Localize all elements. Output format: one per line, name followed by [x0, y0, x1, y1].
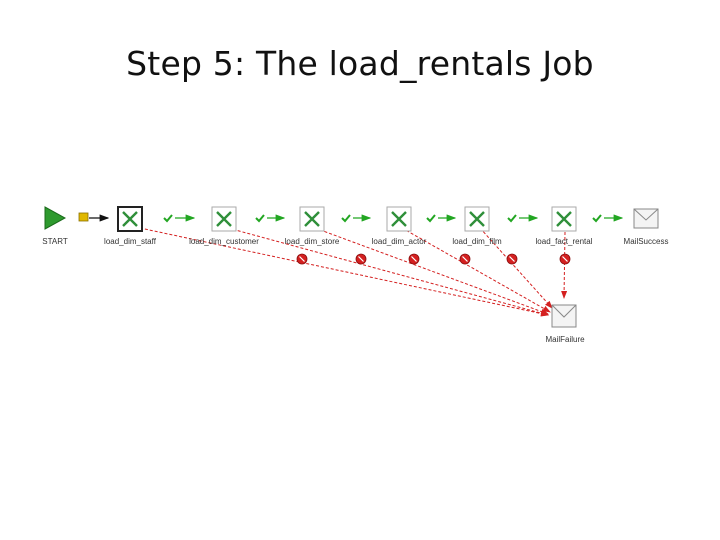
- link-customer-store[interactable]: [255, 214, 286, 223]
- node-label: load_dim_store: [285, 237, 340, 246]
- node-label: MailSuccess: [624, 237, 669, 246]
- node-load-dim-store[interactable]: load_dim_store: [285, 206, 340, 246]
- lock-icon: [78, 212, 89, 222]
- link-film-rental[interactable]: [507, 214, 539, 223]
- error-badge-icon: [355, 253, 367, 265]
- tmap-component-icon: [211, 206, 237, 232]
- node-load-dim-actor[interactable]: load_dim_actor: [372, 206, 427, 246]
- link-store-actor[interactable]: [341, 214, 372, 223]
- node-load-dim-staff[interactable]: load_dim_staff: [104, 206, 157, 246]
- ok-check-icon: [592, 214, 602, 223]
- node-load-dim-customer[interactable]: load_dim_customer: [189, 206, 259, 246]
- node-label: load_fact_rental: [536, 237, 593, 246]
- error-badge-icon: [296, 253, 308, 265]
- error-badge-icon: [506, 253, 518, 265]
- error-badge-icon: [408, 253, 420, 265]
- node-load-fact-rental[interactable]: load_fact_rental: [536, 206, 593, 246]
- node-start[interactable]: START: [42, 206, 68, 246]
- error-link-actor[interactable]: [401, 227, 551, 313]
- error-link-film[interactable]: [479, 227, 553, 309]
- ok-check-icon: [341, 214, 351, 223]
- error-badge-icon: [459, 253, 471, 265]
- error-badge-icon: [559, 253, 571, 265]
- page-title: Step 5: The load_rentals Job: [126, 44, 594, 83]
- error-badges: [296, 253, 571, 265]
- node-label: load_dim_actor: [372, 237, 427, 246]
- link-staff-customer[interactable]: [163, 214, 196, 223]
- node-label: START: [42, 237, 68, 246]
- link-actor-film[interactable]: [426, 214, 457, 223]
- start-play-icon: [44, 206, 67, 230]
- error-link-rental[interactable]: [561, 231, 568, 299]
- ok-check-icon: [255, 214, 265, 223]
- error-link-customer[interactable]: [227, 227, 549, 317]
- link-rental-mailsuccess[interactable]: [592, 214, 624, 223]
- error-links: [139, 227, 568, 317]
- ok-check-icon: [163, 214, 173, 223]
- ok-check-icon: [426, 214, 436, 223]
- mail-envelope-icon: [633, 208, 659, 229]
- error-link-store[interactable]: [314, 227, 549, 315]
- node-mail-failure[interactable]: MailFailure: [545, 304, 585, 344]
- error-link-staff[interactable]: [139, 227, 549, 317]
- link-start-staff[interactable]: [78, 212, 110, 222]
- node-label: load_dim_staff: [104, 237, 157, 246]
- node-label: MailFailure: [545, 335, 585, 344]
- ok-check-icon: [507, 214, 517, 223]
- node-label: load_dim_film: [452, 237, 502, 246]
- node-label: load_dim_customer: [189, 237, 259, 246]
- node-mail-success[interactable]: MailSuccess: [624, 208, 669, 246]
- node-load-dim-film[interactable]: load_dim_film: [452, 206, 502, 246]
